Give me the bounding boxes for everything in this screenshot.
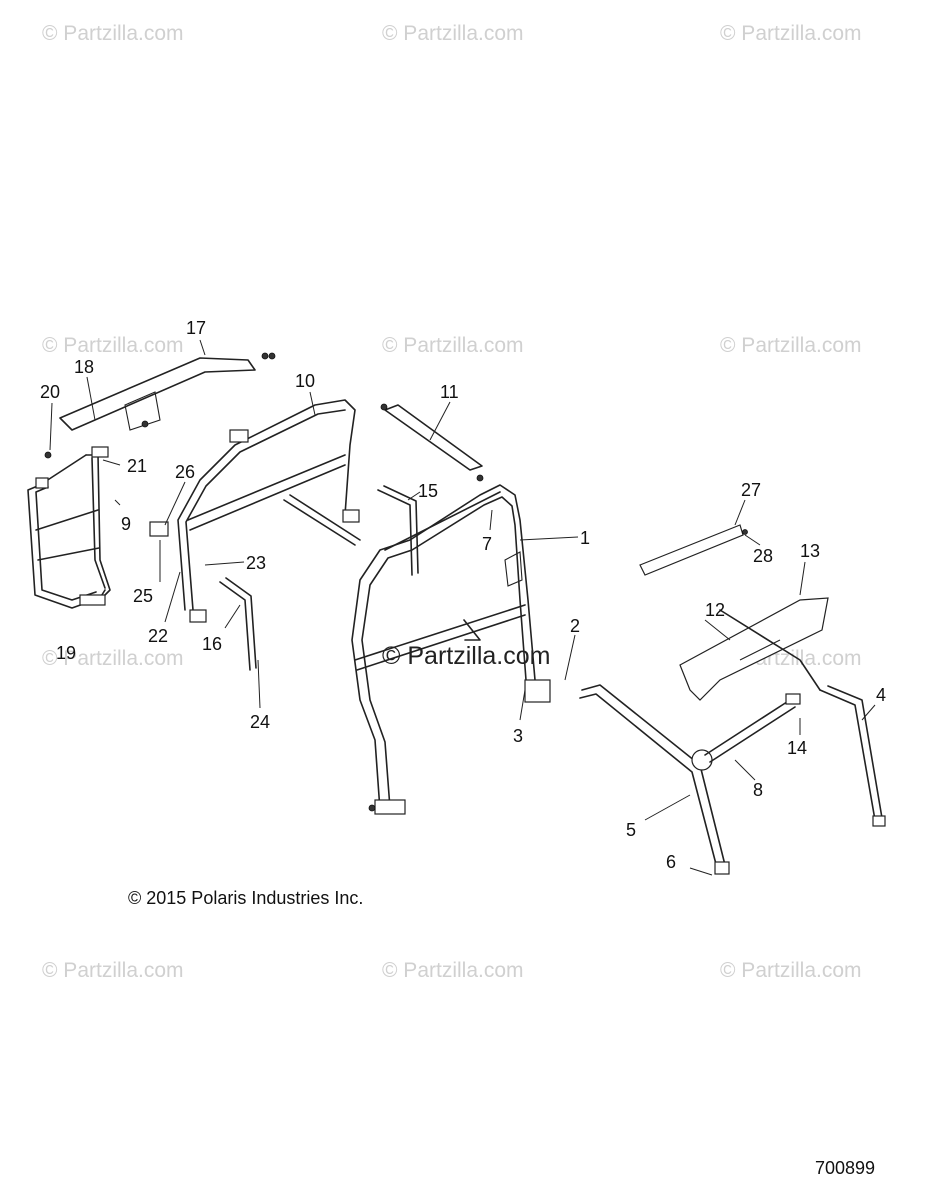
leader-lines (49, 339, 876, 876)
callout-22: 22 (148, 626, 168, 646)
mount-foot (714, 861, 730, 875)
watermark: © Partzilla.com (42, 959, 184, 982)
callout-9: 9 (121, 514, 131, 534)
callout-6: 6 (666, 852, 676, 872)
bolt-icon (742, 529, 748, 535)
watermark: © Partzilla.com (720, 959, 862, 982)
bolt-icon (368, 804, 376, 812)
callout-15: 15 (418, 481, 438, 501)
part-upper-cross-tube (380, 403, 484, 482)
callout-1: 1 (580, 528, 590, 548)
callout-28: 28 (753, 546, 773, 566)
part-front-leg-5 (579, 684, 730, 875)
callout-25: 25 (133, 586, 153, 606)
callout-27: 27 (741, 480, 761, 500)
watermark: © Partzilla.com (42, 647, 184, 670)
part-main-roll-cage (351, 484, 551, 815)
bolt-icon (141, 420, 149, 428)
plate (149, 521, 169, 537)
part-rear-roll-bar (177, 399, 361, 623)
callout-2: 2 (570, 616, 580, 636)
center-watermark: © Partzilla.com (382, 642, 550, 670)
callout-5: 5 (626, 820, 636, 840)
watermark: © Partzilla.com (720, 334, 862, 357)
bolt-icon (476, 474, 484, 482)
callout-13: 13 (800, 541, 820, 561)
watermark: © Partzilla.com (720, 22, 862, 45)
callout-17: 17 (186, 318, 206, 338)
callout-12: 12 (705, 600, 725, 620)
callout-20: 20 (40, 382, 60, 402)
mount-bracket (342, 509, 360, 523)
callout-23: 23 (246, 553, 266, 573)
callout-8: 8 (753, 780, 763, 800)
callout-14: 14 (787, 738, 807, 758)
watermark: © Partzilla.com (42, 22, 184, 45)
callout-7: 7 (482, 534, 492, 554)
watermark: © Partzilla.com (382, 959, 524, 982)
part-upper-rear-tube (44, 352, 276, 459)
watermark: © Partzilla.com (382, 334, 524, 357)
callout-24: 24 (250, 712, 270, 732)
part-side-net-frame (27, 446, 111, 609)
watermark: © Partzilla.com (382, 22, 524, 45)
callout-4: 4 (876, 685, 886, 705)
diagram-id: 700899 (815, 1158, 875, 1178)
copyright-notice: © 2015 Polaris Industries Inc. (128, 888, 363, 908)
mount-bracket (229, 429, 249, 443)
mount-foot (524, 679, 551, 703)
part-plate-25 (149, 521, 169, 537)
bolt-icon (261, 352, 269, 360)
bolt-icon (380, 403, 388, 411)
part-bracket-27 (639, 524, 748, 576)
callout-labels: 1 2 3 4 5 6 7 8 9 10 11 12 13 14 15 16 1… (40, 318, 886, 872)
bolt-icon (44, 451, 52, 459)
watermark: © Partzilla.com (42, 334, 184, 357)
callout-3: 3 (513, 726, 523, 746)
mount-tab (91, 446, 109, 458)
nut-icon (268, 352, 276, 360)
callout-16: 16 (202, 634, 222, 654)
part-cross-bar-8 (704, 693, 801, 763)
callout-19: 19 (56, 643, 76, 663)
mount-tab (79, 594, 106, 606)
part-dash-panel (679, 597, 829, 701)
callout-21: 21 (127, 456, 147, 476)
callout-10: 10 (295, 371, 315, 391)
mount-foot (872, 815, 886, 827)
part-support-bar-16 (219, 577, 257, 671)
mount-tab (785, 693, 801, 705)
callout-11: 11 (440, 382, 459, 402)
callout-18: 18 (74, 357, 94, 377)
mount-tab (35, 477, 49, 489)
mount-bracket (189, 609, 207, 623)
part-support-bar-15 (377, 485, 419, 576)
watermark-layer: © Partzilla.com © Partzilla.com © Partzi… (42, 22, 862, 982)
callout-26: 26 (175, 462, 195, 482)
part-front-leg-right (819, 685, 886, 827)
mount-foot (374, 799, 406, 815)
